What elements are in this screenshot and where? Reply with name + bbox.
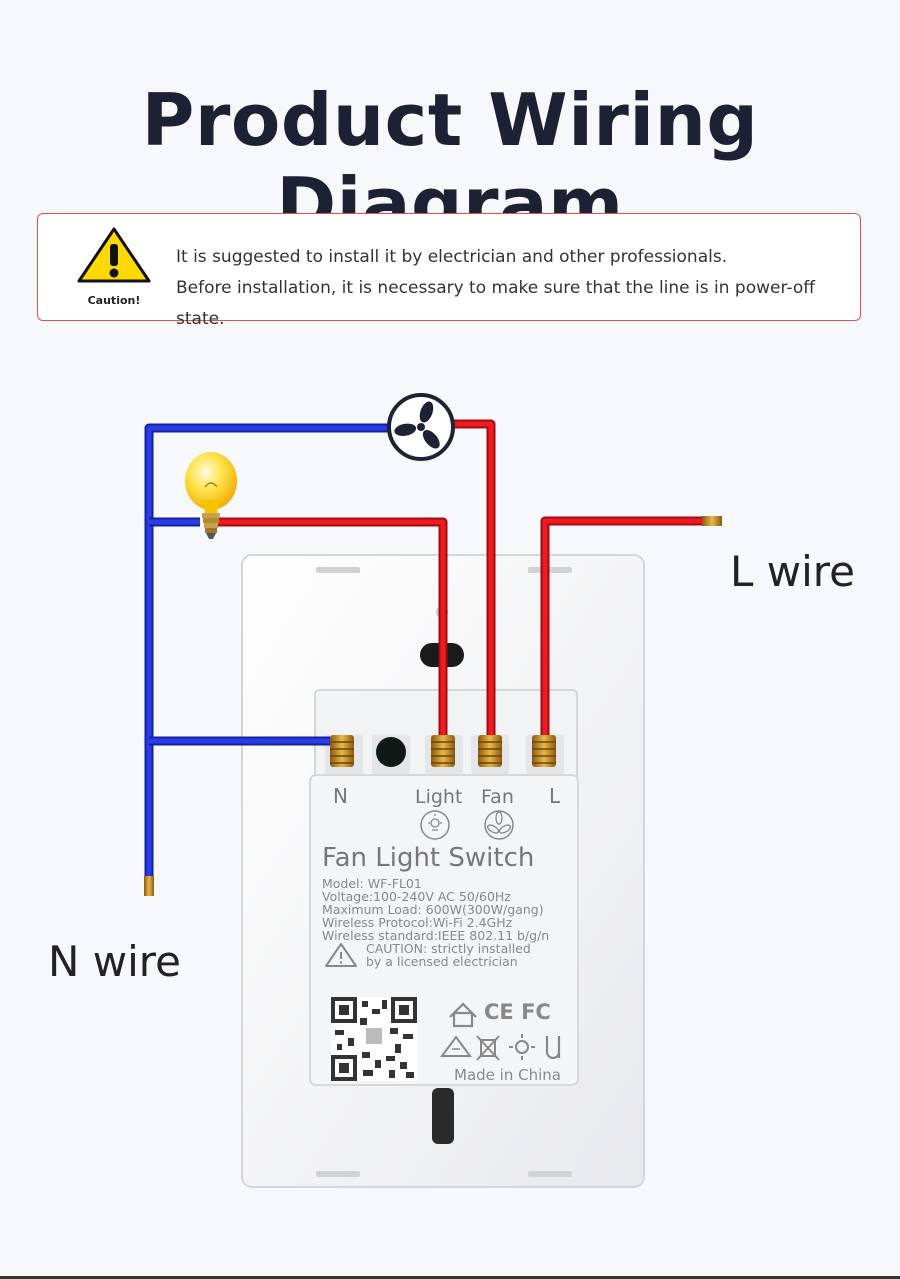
rohs-mark-icon <box>545 1036 561 1060</box>
n-wire-label: N wire <box>48 937 181 986</box>
switch-module: N Light Fan L Fan Light Switch Model: WF… <box>309 774 579 1086</box>
caution-line-2: Before installation, it is necessary to … <box>176 278 815 329</box>
caution-box: Caution! It is suggested to install it b… <box>37 213 861 329</box>
qr-code <box>331 997 417 1081</box>
indoor-use-icon <box>509 1034 535 1060</box>
wire-tips <box>144 516 722 896</box>
neutral-wires <box>144 423 392 880</box>
live-wires <box>218 419 705 742</box>
l-wire-label: L wire <box>730 547 855 596</box>
device-name: Fan Light Switch <box>322 843 534 873</box>
warning-icon <box>77 227 151 283</box>
fan-load-icon <box>387 393 455 461</box>
cert-marks: CE FC <box>484 1000 551 1024</box>
device-caution-line-2: by a licensed electrician <box>366 954 518 969</box>
terminal-label-l: L <box>549 784 561 808</box>
spec-standard: Wireless standard:IEEE 802.11 b/g/n <box>322 928 549 943</box>
spec-load: Maximum Load: 600W(300W/gang) <box>322 902 544 917</box>
caution-text: It is suggested to install it by electri… <box>176 242 860 335</box>
caution-label: Caution! <box>87 294 141 307</box>
light-symbol-icon <box>420 810 450 840</box>
compliance-icon <box>440 1035 472 1057</box>
fan-symbol-icon <box>484 810 514 840</box>
caution-line-1: It is suggested to install it by electri… <box>176 247 728 267</box>
home-icon <box>449 1002 477 1028</box>
terminal-screws <box>330 735 556 767</box>
page-title: Product Wiring Diagram <box>141 78 759 246</box>
light-bulb-icon <box>185 452 237 539</box>
spec-protocol: Wireless Protocol:Wi-Fi 2.4GHz <box>322 915 513 930</box>
made-in: Made in China <box>454 1066 561 1084</box>
bottom-divider <box>0 1276 900 1279</box>
device-caution-line-1: CAUTION: strictly installed <box>366 941 531 956</box>
spec-voltage: Voltage:100-240V AC 50/60Hz <box>322 889 511 904</box>
device-warning-icon <box>325 943 357 967</box>
terminal-label-light: Light <box>415 786 462 808</box>
weee-bin-icon <box>476 1035 500 1061</box>
spec-model: Model: WF-FL01 <box>322 876 422 891</box>
terminal-label-n: N <box>333 784 348 808</box>
terminal-label-fan: Fan <box>481 786 514 808</box>
